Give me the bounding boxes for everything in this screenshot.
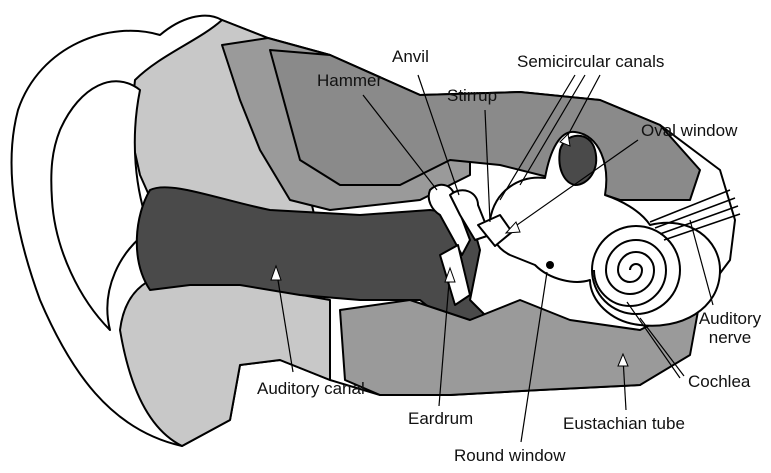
label-cochlea: Cochlea bbox=[688, 372, 750, 391]
label-stirrup: Stirrup bbox=[447, 86, 497, 105]
label-semicircular-canals: Semicircular canals bbox=[517, 52, 664, 71]
label-oval-window: Oval window bbox=[641, 121, 737, 140]
label-eardrum: Eardrum bbox=[408, 409, 473, 428]
label-auditory-canal: Auditory canal bbox=[257, 379, 365, 398]
canal-floor bbox=[120, 274, 330, 446]
label-auditory-nerve: Auditory nerve bbox=[692, 309, 768, 347]
label-auditory-nerve-line1: Auditory bbox=[692, 309, 768, 328]
label-auditory-nerve-line2: nerve bbox=[692, 328, 768, 347]
label-round-window: Round window bbox=[454, 446, 566, 465]
label-hammer: Hammer bbox=[317, 71, 382, 90]
round-window-dot bbox=[546, 261, 554, 269]
label-eustachian-tube: Eustachian tube bbox=[563, 414, 685, 433]
label-anvil: Anvil bbox=[392, 47, 429, 66]
